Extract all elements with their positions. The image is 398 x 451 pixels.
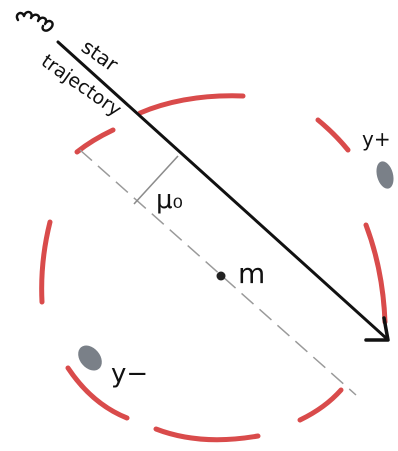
mu0-label: μ₀ xyxy=(156,185,183,215)
ring-arc-bottom xyxy=(153,426,261,443)
star-trajectory-line xyxy=(56,40,388,340)
ring-arc-lower-right xyxy=(297,387,344,423)
ring-arc-top xyxy=(137,93,246,116)
arrow-head-icon xyxy=(364,316,390,342)
ring-arc-lower-left xyxy=(65,365,130,421)
image-plus-label: y+ xyxy=(362,127,391,151)
einstein-ring xyxy=(39,93,388,443)
ring-arc-right xyxy=(363,222,388,325)
ring-arc-upper-right xyxy=(315,117,351,153)
impact-parameter-marker xyxy=(133,155,179,205)
image-minus-blob xyxy=(78,345,102,371)
lens-point-icon xyxy=(216,271,226,281)
lens-axis-dashed-line xyxy=(79,149,357,396)
mass-label: m xyxy=(238,257,265,290)
ring-arc-upper-left xyxy=(74,127,116,155)
star-label: star xyxy=(77,34,123,76)
image-minus-label: y− xyxy=(111,359,148,389)
wavy-star-icon xyxy=(15,10,54,32)
image-plus-blob xyxy=(376,161,394,189)
ring-arc-left xyxy=(39,219,53,305)
